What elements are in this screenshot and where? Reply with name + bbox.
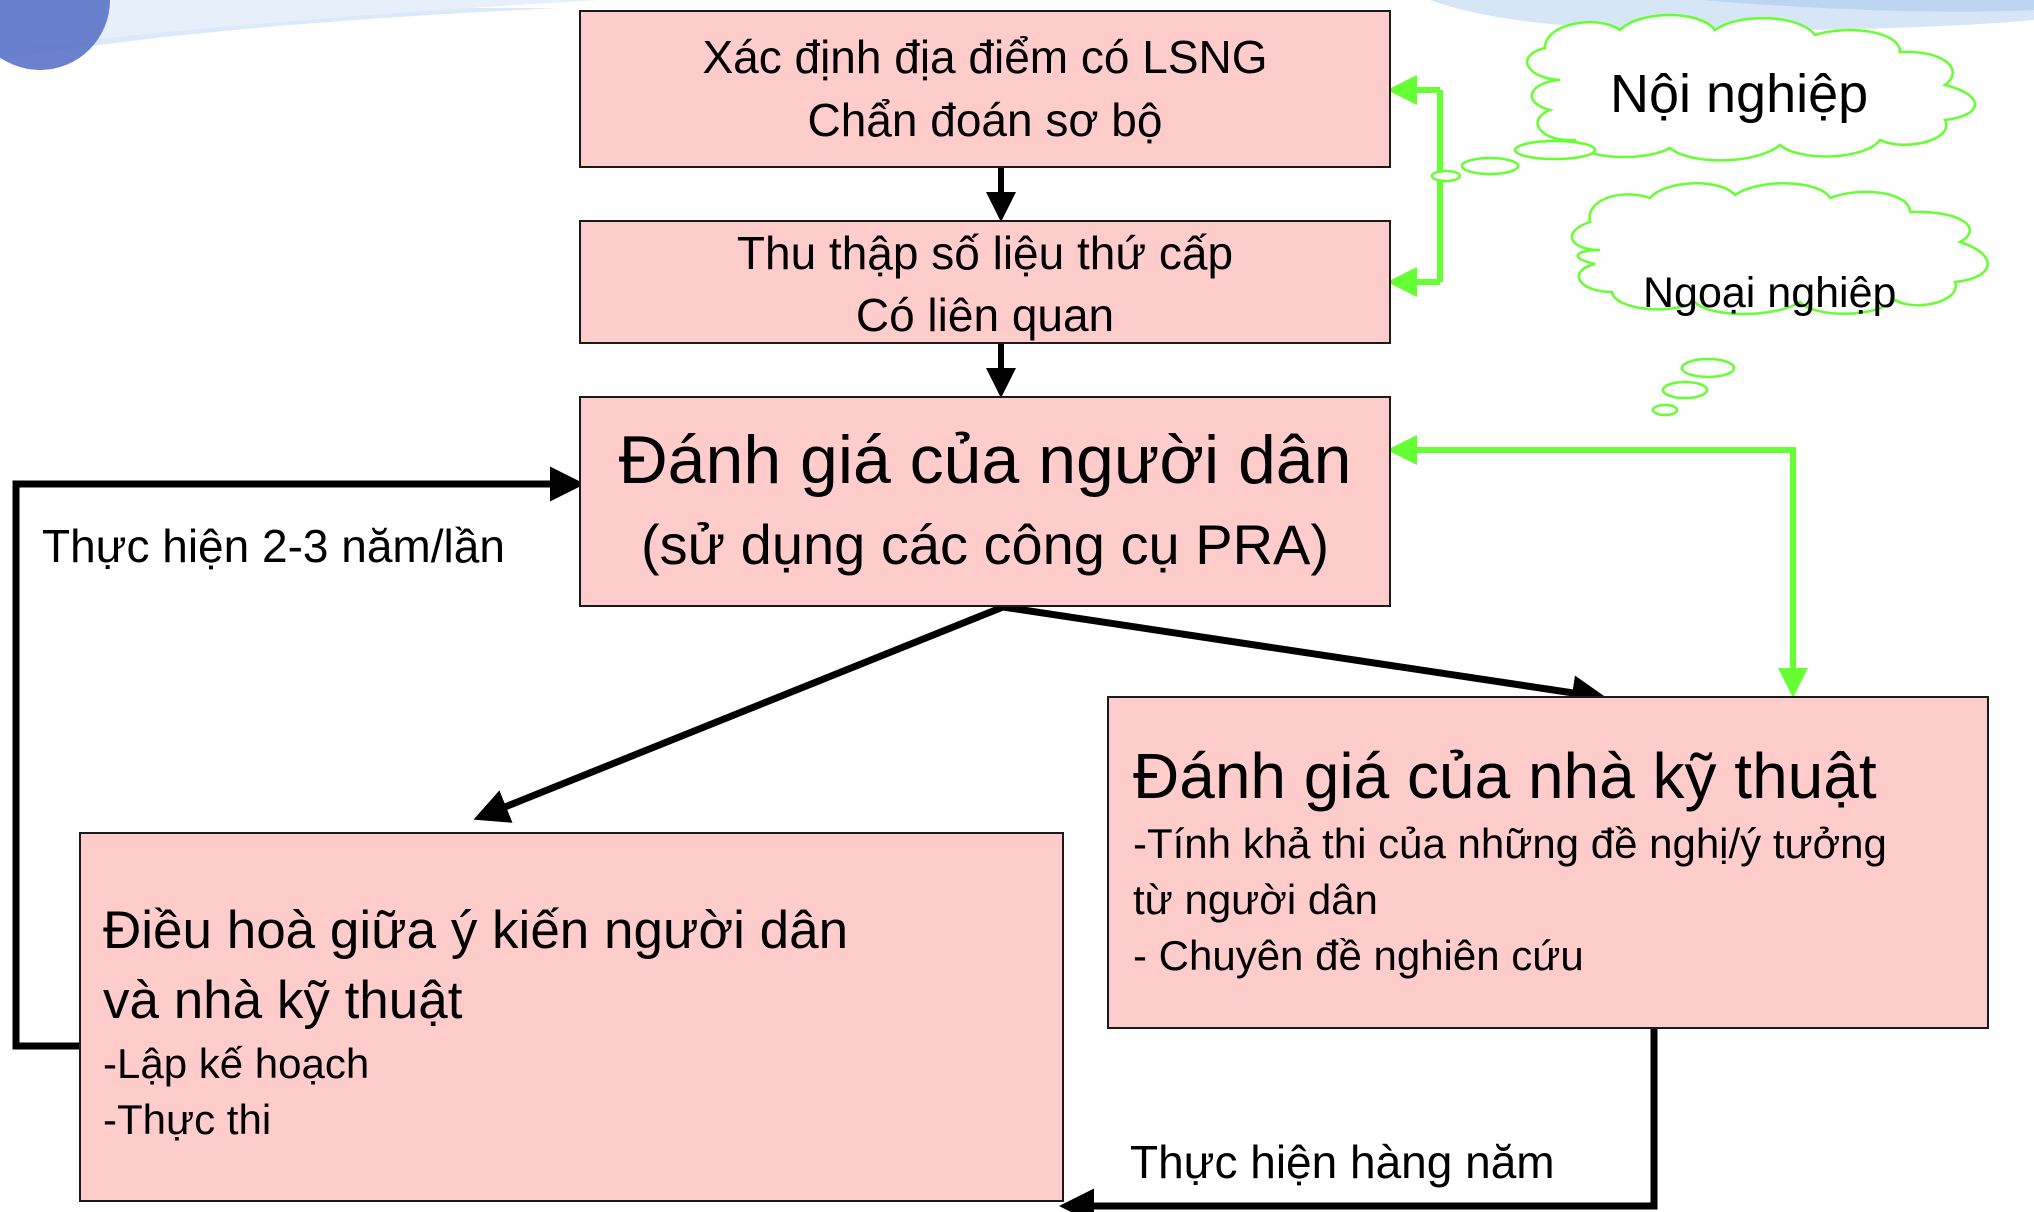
- tech-eval-title: Đánh giá của nhà kỹ thuật: [1133, 740, 1877, 812]
- cloud-external: [1570, 182, 1989, 417]
- identify-line2: Chẩn đoán sơ bộ: [807, 94, 1163, 146]
- box-collect-data: Thu thập số liệu thứ cấp Có liên quan: [579, 220, 1391, 344]
- green-link-people-tech: [1387, 435, 1808, 698]
- box-people-evaluation: Đánh giá của người dân (sử dụng các công…: [579, 396, 1391, 607]
- tech-eval-item1b: từ người dân: [1133, 876, 1378, 923]
- box-identify-location: Xác định địa điểm có LSNG Chẩn đoán sơ b…: [579, 10, 1391, 168]
- collect-line2: Có liên quan: [855, 289, 1115, 341]
- identify-line1: Xác định địa điểm có LSNG: [702, 31, 1268, 83]
- harmonize-item1: -Lập kế hoạch: [103, 1040, 370, 1087]
- cloud-internal: [1430, 13, 1977, 183]
- people-eval-title: Đánh giá của người dân: [618, 422, 1352, 498]
- label-every-2-3-years: Thực hiện 2-3 năm/lần: [42, 520, 505, 572]
- loop-arrow-harmonize-to-people: [12, 466, 585, 1050]
- cloud-internal-text: Nội nghiệp: [1610, 64, 1869, 124]
- harmonize-title1: Điều hoà giữa ý kiến người dân: [103, 901, 849, 960]
- arrow-people-to-tech: [1002, 603, 1607, 711]
- people-eval-subtitle: (sử dụng các công cụ PRA): [640, 513, 1330, 576]
- cloud-external-text: Ngoại nghiệp: [1643, 269, 1897, 317]
- harmonize-title2: và nhà kỹ thuật: [103, 971, 463, 1030]
- box-technician-evaluation: Đánh giá của nhà kỹ thuật -Tính khả thi …: [1107, 696, 1989, 1029]
- box-harmonize: Điều hoà giữa ý kiến người dân và nhà kỹ…: [79, 832, 1064, 1202]
- arrow-people-to-harmonize: [473, 603, 1005, 823]
- harmonize-item2: -Thực thi: [103, 1096, 272, 1143]
- label-annually: Thực hiện hàng năm: [1130, 1136, 1555, 1188]
- tech-eval-item1: -Tính khả thi của những đề nghị/ý tưởng: [1133, 820, 1887, 867]
- collect-line1: Thu thập số liệu thứ cấp: [736, 227, 1234, 279]
- annual-arrow-tech-to-harmonize: [1059, 1029, 1658, 1212]
- tech-eval-item2: - Chuyên đề nghiên cứu: [1133, 932, 1584, 979]
